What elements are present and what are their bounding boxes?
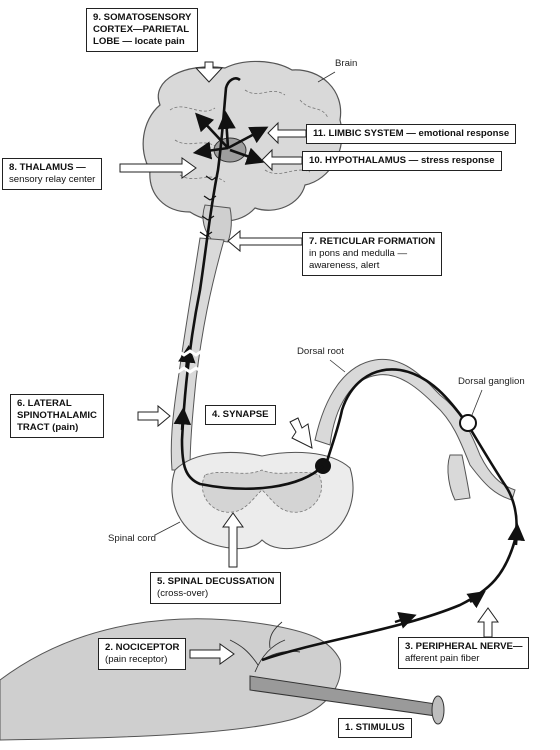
label-pointers — [119, 61, 499, 665]
pointer-reticular — [227, 229, 303, 253]
dorsal-ganglion-label: Dorsal ganglion — [458, 376, 525, 387]
brain-leader — [317, 71, 336, 83]
tract-break-upper — [171, 349, 209, 357]
path-arrow — [507, 523, 526, 546]
second-order-neuron — [180, 77, 324, 490]
thalamic-projections — [192, 110, 269, 165]
thalamus-label: 8. THALAMUS — sensory relay center — [2, 158, 103, 190]
pointer-synapse — [289, 417, 313, 449]
dorsal-root-tube — [314, 358, 516, 501]
pointer-decussation — [222, 512, 244, 568]
path-arrow — [178, 345, 196, 371]
dorsal-ganglion-cell — [459, 414, 477, 432]
path-arrow — [173, 407, 192, 431]
limbic-system-label: 11. LIMBIC SYSTEM — emotional response — [306, 124, 517, 144]
dorsal-ganglion-leader — [471, 389, 483, 416]
pointer-thalamus — [119, 157, 197, 179]
peripheral-nerve-label: 3. PERIPHERAL NERVE— afferent pain fiber — [398, 637, 530, 669]
somatosensory-cortex-label: 9. SOMATOSENSORY CORTEX—PARIETAL LOBE — … — [86, 8, 199, 52]
pointer-nociceptor — [189, 643, 235, 665]
hypothalamus-label: 10. HYPOTHALAMUS — stress response — [302, 151, 502, 171]
path-arrow — [466, 590, 486, 609]
dorsal-root-label: Dorsal root — [297, 346, 344, 357]
spinal-cord-leader — [154, 521, 181, 536]
pointer-hypothalamus — [261, 148, 303, 172]
pointer-somatosensory — [194, 61, 224, 83]
afferent-pain-fiber — [261, 368, 518, 662]
nociceptor-endings — [229, 621, 301, 673]
nociceptor-label: 2. NOCICEPTOR (pain receptor) — [98, 638, 187, 670]
pointer-limbic — [267, 121, 307, 145]
pointer-lateral-tract — [137, 404, 171, 428]
brain-label: Brain — [335, 58, 358, 69]
spinal-cord-label: Spinal cord — [108, 533, 156, 544]
skin-surface — [0, 618, 342, 741]
pointer-peripheral — [477, 607, 499, 638]
reticular-branches — [199, 175, 219, 237]
reticular-formation-label: 7. RETICULAR FORMATION in pons and medul… — [302, 232, 443, 276]
path-arrow — [394, 612, 417, 629]
tract-break-lower — [165, 366, 203, 374]
dorsal-root-leader — [329, 359, 346, 373]
nail-stimulus — [249, 675, 445, 725]
stimulus-label: 1. STIMULUS — [338, 718, 412, 738]
synapse-label: 4. SYNAPSE — [205, 405, 276, 425]
spinal-decussation-label: 5. SPINAL DECUSSATION (cross-over) — [150, 572, 282, 604]
lateral-tract-label: 6. LATERAL SPINOTHALAMIC TRACT (pain) — [10, 394, 104, 438]
